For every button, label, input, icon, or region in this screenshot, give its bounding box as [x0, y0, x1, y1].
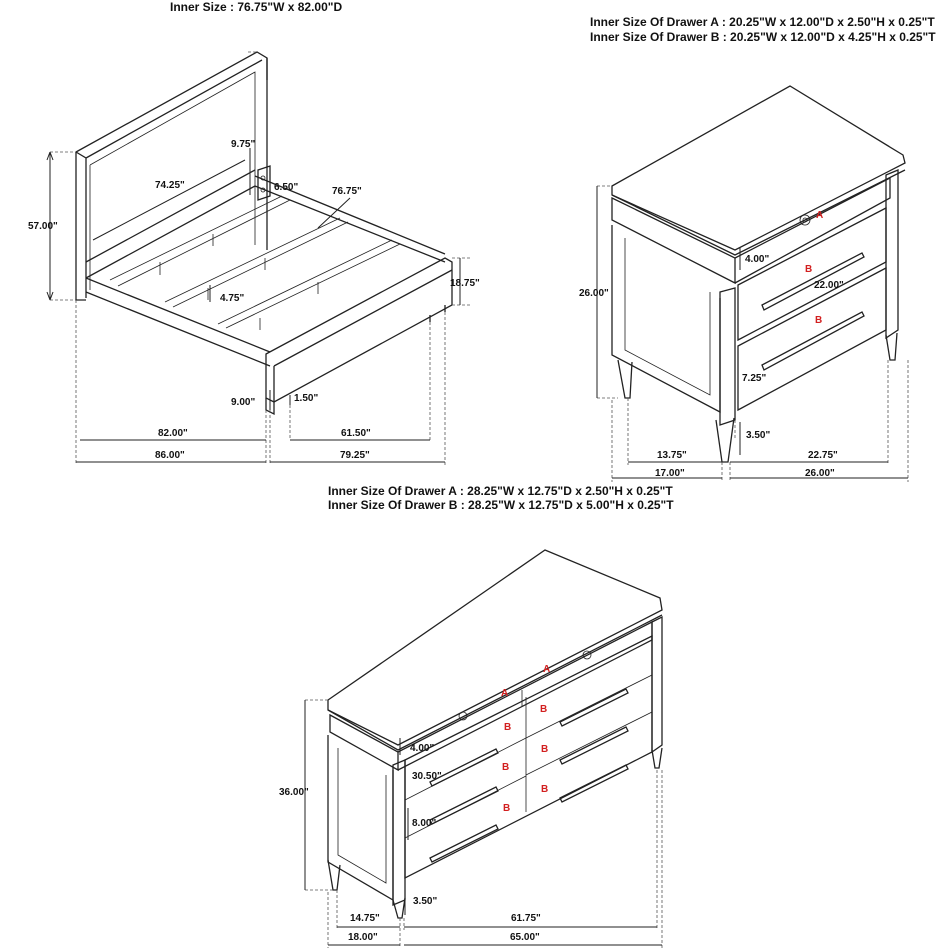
dresser-drawer-a-header: Inner Size Of Drawer A : 28.25"W x 12.75… [328, 484, 673, 498]
nightstand-drawer-b-height-dim: 7.25" [742, 373, 766, 384]
bed-clearance-dim: 9.00" [231, 397, 255, 408]
dresser-drawer-b-header: Inner Size Of Drawer B : 28.25"W x 12.75… [328, 498, 674, 512]
nightstand-inner-width-dim: 22.75" [808, 450, 838, 461]
nightstand-width-dim: 26.00" [805, 468, 835, 479]
bed-leg-dim: 9.75" [231, 139, 255, 150]
dresser-drawer-b-height-dim: 8.00" [412, 818, 436, 829]
nightstand-height-dim: 26.00" [579, 288, 609, 299]
dresser-drawer-a-height-dim: 4.00" [410, 743, 434, 754]
dresser-drawer-a-label-right: A [543, 664, 550, 675]
nightstand-drawer-width-dim: 22.00" [814, 280, 844, 291]
bed-drawing: 57.00" 74.25" 9.75" 6.50" 76.75" 18.75" … [28, 51, 480, 465]
nightstand-inner-depth-dim: 13.75" [657, 450, 687, 461]
bed-headboard-width-dim: 74.25" [155, 180, 185, 191]
nightstand-depth-dim: 17.00" [655, 468, 685, 479]
dresser-drawer-b-label-1: B [504, 722, 511, 733]
bed-footboard-height-dim: 18.75" [450, 278, 480, 289]
dresser-inner-depth-dim: 14.75" [350, 913, 380, 924]
dresser-width-dim: 65.00" [510, 932, 540, 943]
dresser-drawer-b-label-6: B [541, 784, 548, 795]
nightstand-drawer-a-height-dim: 4.00" [745, 254, 769, 265]
bed-width-inner-dim: 61.50" [341, 428, 371, 439]
nightstand-drawer-b-label-bottom: B [815, 315, 822, 326]
nightstand-drawer-b-header: Inner Size Of Drawer B : 20.25"W x 12.00… [590, 30, 936, 44]
bed-height-dim: 57.00" [28, 221, 58, 232]
dresser-drawer-b-label-3: B [503, 803, 510, 814]
dresser-drawer-a-label-left: A [501, 688, 508, 699]
nightstand-drawer-a-label: A [816, 210, 823, 221]
dresser-drawer-b-label-4: B [540, 704, 547, 715]
dresser-height-dim: 36.00" [279, 787, 309, 798]
nightstand-leg-height-dim: 3.50" [746, 430, 770, 441]
bed-bracket-dim: 6.50" [274, 182, 298, 193]
dresser-depth-dim: 18.00" [348, 932, 378, 943]
bed-slat-gap-dim: 4.75" [220, 293, 244, 304]
nightstand-drawing: A B B 26.00" 4.00" 22.00" 7.25" 3.50" 13… [579, 85, 909, 482]
bed-length-total-dim: 86.00" [155, 450, 185, 461]
dresser-drawer-width-dim: 30.50" [412, 771, 442, 782]
bed-length-inner-dim: 82.00" [158, 428, 188, 439]
dresser-leg-height-dim: 3.50" [413, 896, 437, 907]
dresser-drawer-b-label-2: B [502, 762, 509, 773]
nightstand-drawer-a-header: Inner Size Of Drawer A : 20.25"W x 12.00… [590, 15, 935, 29]
dresser-inner-width-dim: 61.75" [511, 913, 541, 924]
nightstand-drawer-b-label-top: B [805, 264, 812, 275]
bed-inner-length-dim: 76.75" [332, 186, 362, 197]
bed-inner-size-header: Inner Size : 76.75"W x 82.00"D [170, 0, 343, 14]
bed-foot-thickness-dim: 1.50" [294, 393, 318, 404]
bed-width-total-dim: 79.25" [340, 450, 370, 461]
dresser-drawing: A A B B B B B B 36.00" 4.00" 30.50" 8.00… [279, 549, 663, 948]
dresser-drawer-b-label-5: B [541, 744, 548, 755]
